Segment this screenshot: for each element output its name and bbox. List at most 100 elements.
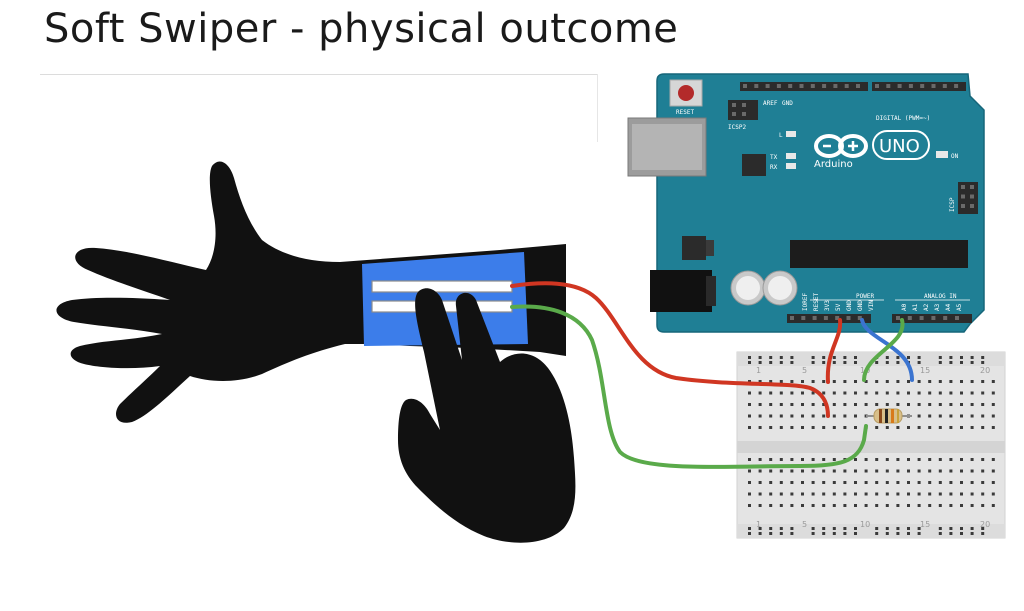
breadboard-hole	[981, 458, 985, 461]
title-divider-vertical	[597, 74, 598, 142]
header-pin	[919, 316, 924, 320]
breadboard-hole	[854, 481, 857, 484]
breadboard-hole	[991, 414, 995, 418]
breadboard-hole	[949, 380, 953, 383]
breadboard-hole	[769, 403, 773, 406]
analog-pin-label: A5	[956, 303, 963, 311]
breadboard-hole	[907, 527, 910, 530]
breadboard-hole	[748, 469, 751, 473]
arduino-infinity-logo-icon	[814, 134, 868, 158]
breadboard-hole	[896, 380, 900, 383]
breadboard-hole	[779, 527, 783, 530]
breadboard-hole	[854, 492, 857, 496]
bb-col-num: 1	[756, 366, 761, 375]
swiping-hand-silhouette	[398, 288, 576, 543]
header-pin	[822, 84, 827, 88]
bb-col-num: 5	[802, 366, 807, 375]
breadboard-hole	[758, 391, 762, 395]
breadboard-hole	[875, 361, 879, 364]
breadboard-hole	[790, 492, 794, 496]
breadboard-hole	[843, 481, 847, 484]
breadboard-hole	[748, 527, 751, 530]
breadboard-hole	[896, 527, 900, 530]
analog-label: ANALOG IN	[924, 293, 957, 300]
breadboard-hole	[843, 532, 847, 535]
rx-led	[786, 163, 796, 169]
breadboard-hole	[928, 391, 932, 395]
breadboard-hole	[790, 403, 794, 406]
breadboard-hole	[801, 414, 804, 418]
header-pin	[788, 84, 793, 88]
breadboard-hole	[779, 414, 783, 418]
breadboard-hole	[885, 391, 889, 395]
header-pin	[907, 316, 912, 320]
breadboard-hole	[875, 469, 879, 473]
breadboard-hole	[938, 469, 942, 473]
breadboard-hole	[801, 469, 804, 473]
breadboard-hole	[864, 380, 868, 383]
breadboard-hole	[748, 481, 751, 484]
breadboard-hole	[843, 414, 847, 418]
breadboard-hole	[811, 458, 815, 461]
breadboard-hole	[960, 504, 963, 507]
header-pin	[810, 84, 815, 88]
breadboard-hole	[854, 469, 857, 473]
breadboard-hole	[970, 481, 974, 484]
header-pin	[844, 84, 849, 88]
breadboard-hole	[938, 492, 942, 496]
breadboard-hole	[864, 458, 868, 461]
breadboard-hole	[896, 391, 900, 395]
tx-led	[786, 153, 796, 159]
breadboard-hole	[938, 532, 942, 535]
icsp2-label: ICSP2	[728, 124, 746, 131]
breadboard-hole	[949, 403, 953, 406]
header-pin	[931, 84, 936, 88]
resistor	[866, 408, 912, 424]
breadboard-hole	[832, 361, 836, 364]
breadboard-hole	[779, 504, 783, 507]
breadboard-hole	[928, 403, 932, 406]
breadboard-hole	[811, 414, 815, 418]
header-pin	[931, 316, 936, 320]
breadboard-hole	[970, 504, 974, 507]
breadboard-hole	[822, 504, 826, 507]
header-pin	[954, 84, 959, 88]
header-pin	[754, 84, 759, 88]
breadboard-hole	[885, 426, 889, 429]
breadboard-hole	[832, 458, 836, 461]
bb-col-num: 15	[920, 366, 930, 375]
breadboard-hole	[822, 391, 826, 395]
breadboard-hole	[981, 481, 985, 484]
breadboard-hole	[779, 361, 783, 364]
breadboard-hole	[779, 469, 783, 473]
breadboard-hole	[991, 391, 995, 395]
breadboard-hole	[790, 527, 794, 530]
wire-red-sensor	[510, 281, 830, 418]
header-pin	[856, 84, 860, 88]
breadboard-hole	[832, 414, 836, 418]
breadboard-hole	[758, 426, 762, 429]
breadboard-hole	[991, 426, 995, 429]
breadboard-hole	[822, 532, 826, 535]
gnd-label: GND	[782, 100, 793, 107]
breadboard-hole	[917, 391, 921, 395]
power-pin-label: VIN	[868, 300, 875, 311]
breadboard-hole	[960, 356, 963, 359]
breadboard-hole	[981, 527, 985, 530]
breadboard-hole	[960, 361, 963, 364]
power-pin-label: RESET	[813, 293, 820, 311]
header-pin	[961, 204, 965, 208]
breadboard-hole	[949, 469, 953, 473]
breadboard-hole	[811, 361, 815, 364]
breadboard-hole	[981, 403, 985, 406]
breadboard-hole	[917, 527, 921, 530]
breadboard-hole	[949, 504, 953, 507]
breadboard-hole	[779, 492, 783, 496]
breadboard-hole	[960, 403, 963, 406]
breadboard-hole	[960, 414, 963, 418]
breadboard-hole	[917, 380, 921, 383]
breadboard-hole	[779, 380, 783, 383]
power-pin-labels: IOREF RESET 3V3 5V GND GND VIN	[802, 293, 875, 311]
breadboard-hole	[981, 532, 985, 535]
